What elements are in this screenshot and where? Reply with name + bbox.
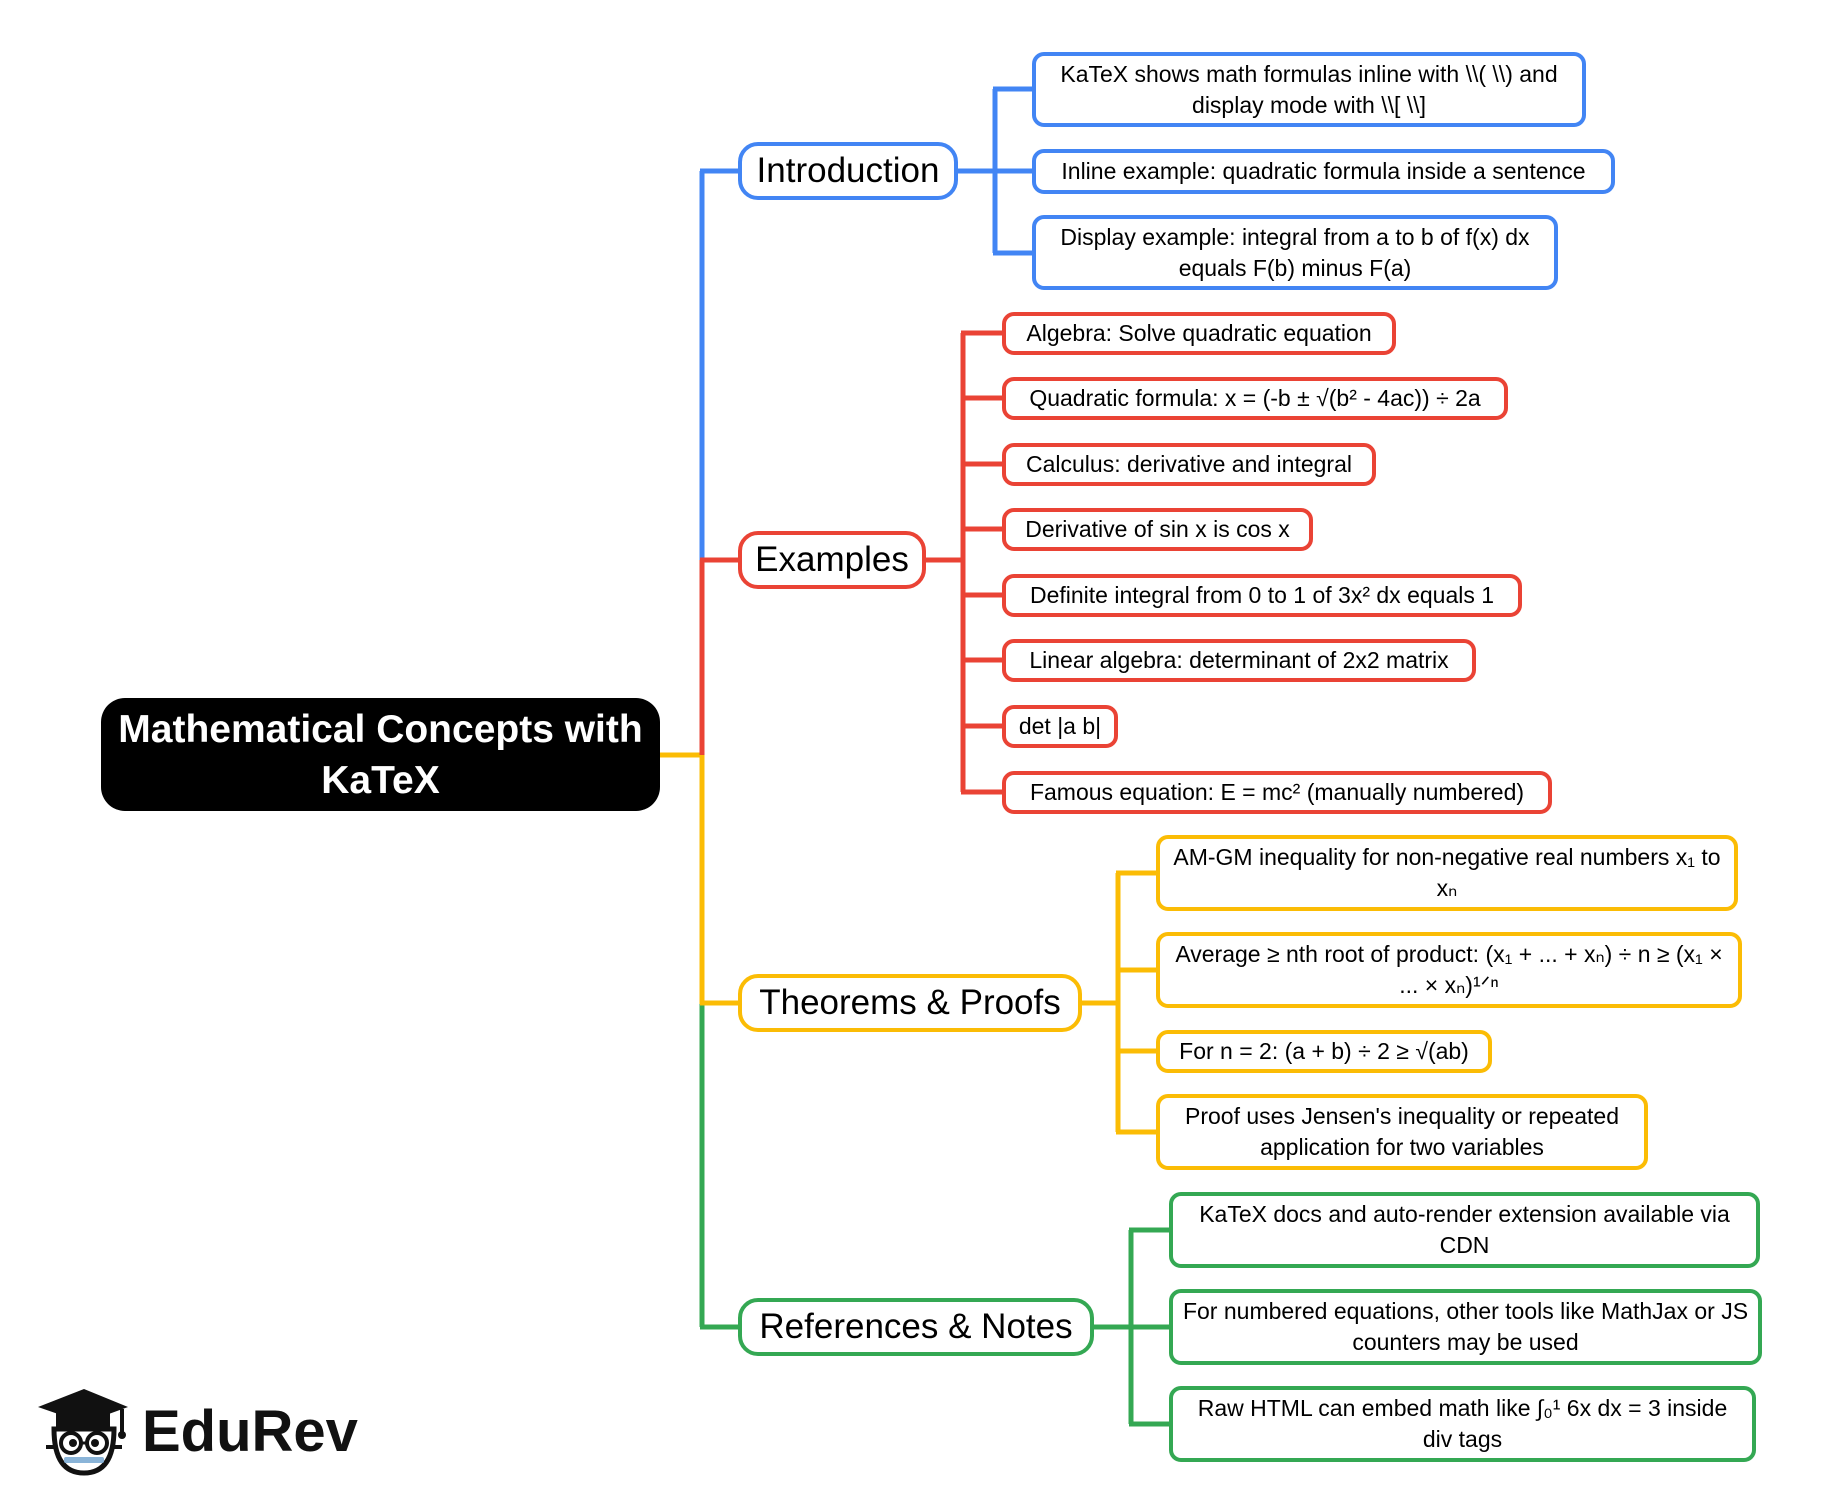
leaf-examples-1: Algebra: Solve quadratic equation (1002, 312, 1396, 355)
leaf-examples-4: Derivative of sin x is cos x (1002, 508, 1313, 551)
leaf-introduction-3: Display example: integral from a to b of… (1032, 215, 1558, 290)
leaf-references-2: For numbered equations, other tools like… (1169, 1289, 1762, 1365)
leaf-introduction-2: Inline example: quadratic formula inside… (1032, 149, 1615, 194)
leaf-examples-7: det |a b| (1002, 705, 1118, 748)
root-title: Mathematical Concepts with KaTeX (118, 707, 643, 802)
branch-introduction: Introduction (738, 142, 958, 200)
branch-theorems-proofs: Theorems & Proofs (738, 974, 1082, 1032)
leaf-examples-5: Definite integral from 0 to 1 of 3x² dx … (1002, 574, 1522, 617)
edurev-logo: EduRev (34, 1385, 358, 1477)
branch-examples: Examples (738, 531, 926, 589)
leaf-theorems-1: AM-GM inequality for non-negative real n… (1156, 835, 1738, 911)
graduation-cap-owl-icon (38, 1389, 128, 1476)
root-node: Mathematical Concepts with KaTeX (101, 698, 660, 811)
leaf-examples-8: Famous equation: E = mc² (manually numbe… (1002, 771, 1552, 814)
leaf-examples-3: Calculus: derivative and integral (1002, 443, 1376, 486)
leaf-theorems-3: For n = 2: (a + b) ÷ 2 ≥ √(ab) (1156, 1030, 1492, 1073)
leaf-references-3: Raw HTML can embed math like ∫₀¹ 6x dx =… (1169, 1386, 1756, 1462)
leaf-examples-2: Quadratic formula: x = (-b ± √(b² - 4ac)… (1002, 377, 1508, 420)
leaf-introduction-1: KaTeX shows math formulas inline with \\… (1032, 52, 1586, 127)
leaf-theorems-4: Proof uses Jensen's inequality or repeat… (1156, 1094, 1648, 1170)
logo-text: EduRev (142, 1398, 358, 1464)
leaf-examples-6: Linear algebra: determinant of 2x2 matri… (1002, 639, 1476, 682)
leaf-references-1: KaTeX docs and auto-render extension ava… (1169, 1192, 1760, 1268)
branch-references-notes: References & Notes (738, 1298, 1094, 1356)
leaf-theorems-2: Average ≥ nth root of product: (x₁ + ...… (1156, 932, 1742, 1008)
